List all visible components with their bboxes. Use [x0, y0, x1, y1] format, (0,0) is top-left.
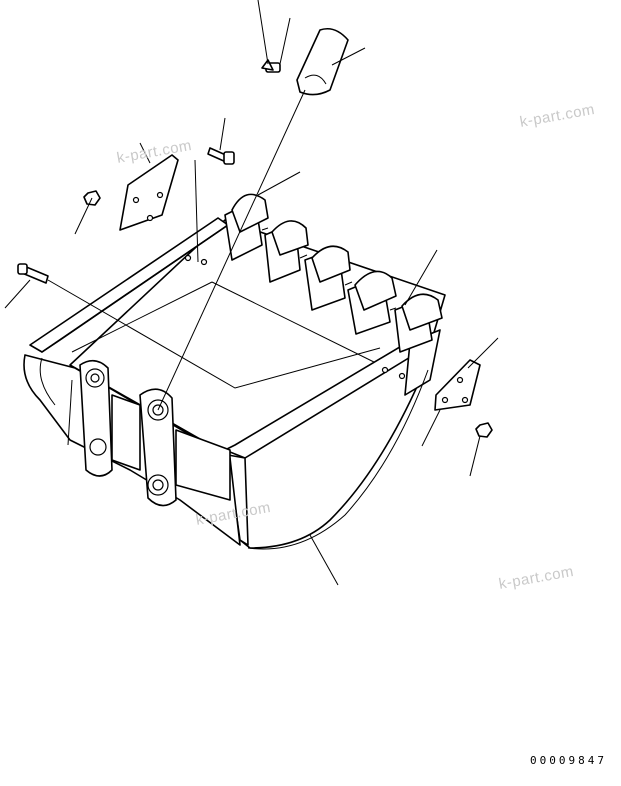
- bucket-body-icon: [23, 217, 446, 550]
- drawing-number: 00009847: [530, 754, 607, 767]
- lock-washer-icon: [261, 59, 274, 71]
- side-cutter-icon: [119, 154, 481, 411]
- leader-lines: [4, 0, 499, 586]
- bucket-tooth-icon: [296, 27, 349, 96]
- bolt-icon: [17, 147, 235, 284]
